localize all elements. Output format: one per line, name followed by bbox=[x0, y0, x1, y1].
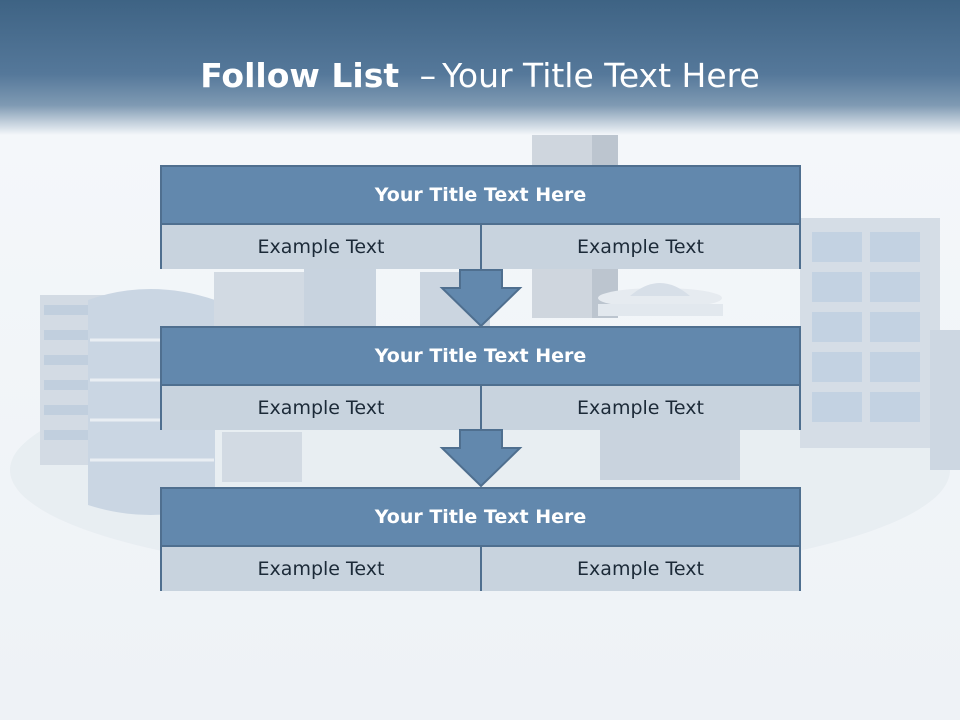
list-block-2: Your Title Text Here Example Text Exampl… bbox=[160, 326, 801, 430]
block-cell-left: Example Text bbox=[162, 547, 482, 591]
block-cell-left: Example Text bbox=[162, 386, 482, 430]
slide-title-rest: Your Title Text Here bbox=[442, 56, 760, 95]
list-block-1: Your Title Text Here Example Text Exampl… bbox=[160, 165, 801, 269]
block-cell-right: Example Text bbox=[482, 225, 799, 269]
header-band bbox=[0, 0, 960, 135]
list-block-3: Your Title Text Here Example Text Exampl… bbox=[160, 487, 801, 591]
block-title: Your Title Text Here bbox=[162, 167, 799, 225]
slide-title-dash: – bbox=[419, 56, 437, 95]
down-arrow-icon bbox=[439, 269, 523, 328]
block-cell-right: Example Text bbox=[482, 547, 799, 591]
block-title: Your Title Text Here bbox=[162, 328, 799, 386]
slide-title: Follow List –Your Title Text Here bbox=[0, 56, 960, 95]
block-cell-left: Example Text bbox=[162, 225, 482, 269]
block-cell-right: Example Text bbox=[482, 386, 799, 430]
down-arrow-icon bbox=[439, 429, 523, 488]
slide-title-bold: Follow List bbox=[200, 56, 400, 95]
block-title: Your Title Text Here bbox=[162, 489, 799, 547]
